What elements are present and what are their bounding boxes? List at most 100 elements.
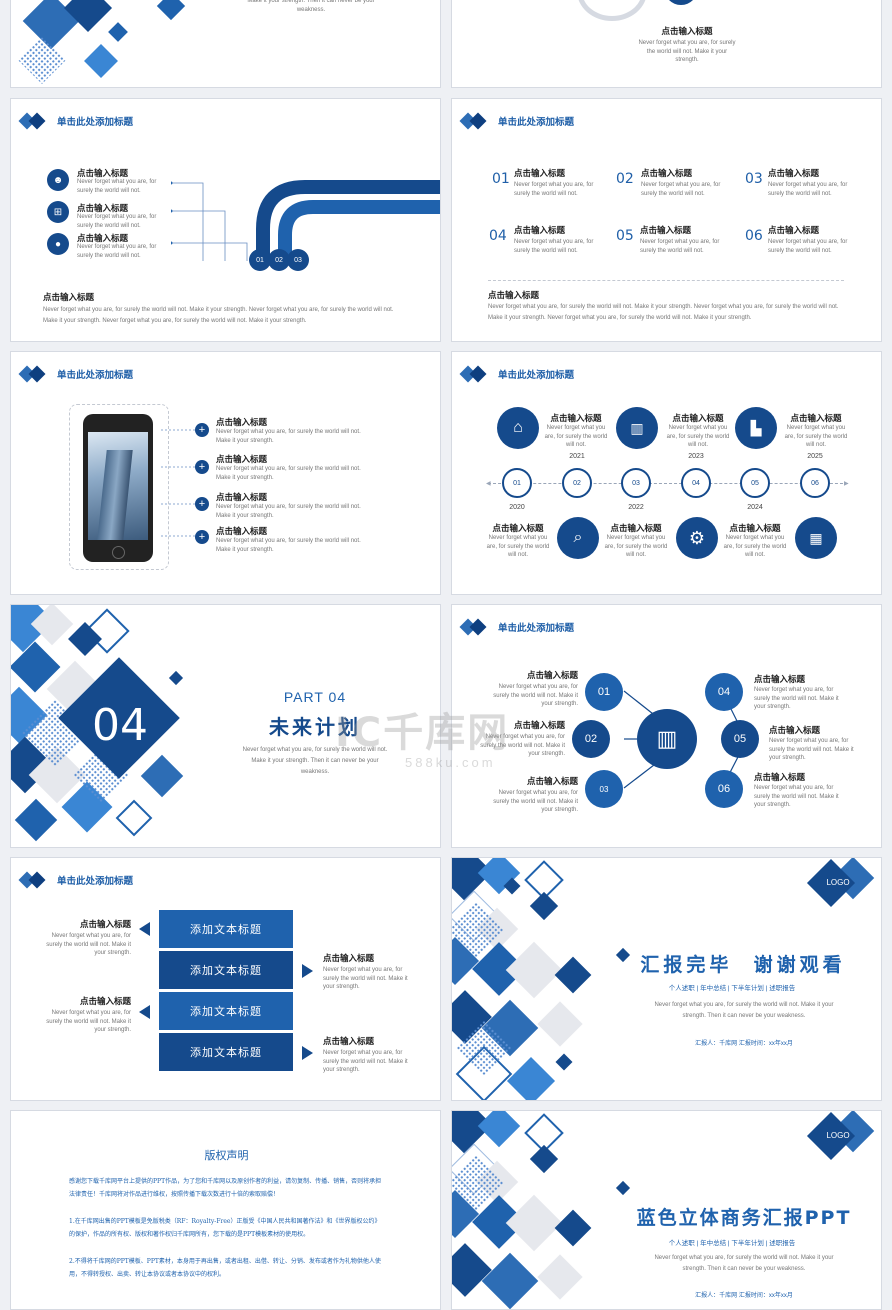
year-2020: 2020 <box>509 504 525 511</box>
text-title-button-3[interactable]: 添加文本标题 <box>159 992 293 1030</box>
closing-title: 汇报完毕 谢谢观看 <box>640 954 846 976</box>
deco-square <box>140 754 184 798</box>
item-body: Never forget what you are, for surely th… <box>514 182 594 197</box>
item-title: 点击输入标题 <box>550 414 602 424</box>
hub-node-05: 05 <box>721 720 759 758</box>
closing-body: Never forget what you are, for surely th… <box>654 1002 834 1019</box>
item-title: 点击输入标题 <box>77 204 129 214</box>
top-left-body: Make it your strength. Then it can never… <box>247 0 375 13</box>
item-body: Never forget what you are, for surely th… <box>77 214 157 229</box>
item-title: 点击输入标题 <box>768 226 820 236</box>
bar-chart-icon: ▥ <box>616 407 658 449</box>
year-2025: 2025 <box>807 453 823 460</box>
item-body: Never forget what you are, for surely th… <box>493 790 578 813</box>
ring-partial <box>577 0 647 21</box>
deco-square <box>505 1194 563 1252</box>
item-title: 点击输入标题 <box>768 169 820 179</box>
text-title-button-1[interactable]: 添加文本标题 <box>159 910 293 948</box>
item-title: 点击输入标题 <box>77 234 129 244</box>
summary-title: 点击输入标题 <box>488 291 540 301</box>
part-number: 04 <box>92 700 148 751</box>
item-title: 点击输入标题 <box>77 169 129 179</box>
badge-01: 01 <box>249 249 271 271</box>
item-title: 点击输入标题 <box>216 493 268 503</box>
slide-six-items[interactable]: 单击此处添加标题 01 点击输入标题 Never forget what you… <box>451 98 882 342</box>
timeline-node-05: 05 <box>740 468 770 498</box>
item-body: Never forget what you are, for surely th… <box>323 967 408 990</box>
deco-square <box>14 798 58 842</box>
deco-square <box>452 1243 492 1297</box>
slide-header: 单击此处添加标题 <box>17 364 133 384</box>
slide-closing[interactable]: LOGO 汇报完毕 谢谢观看 个人述职 | 年中总结 | 下半年计划 | 述职报… <box>451 857 882 1101</box>
item-body: Never forget what you are, for surely th… <box>493 684 578 707</box>
number-03: 03 <box>745 171 763 187</box>
axis-arrow-right: ▶ <box>844 481 849 487</box>
number-01: 01 <box>492 171 510 187</box>
header-diamond-icon <box>17 111 51 131</box>
item-title: 点击输入标题 <box>526 671 578 681</box>
header-diamond-icon <box>17 364 51 384</box>
part-body: Never forget what you are, for surely th… <box>242 747 388 775</box>
deco-square <box>529 1144 559 1174</box>
arrow-right-icon <box>302 964 313 978</box>
phone-screen-image <box>88 432 148 540</box>
slide-part-04[interactable]: 04 PART 04 未来计划 Never forget what you ar… <box>10 604 441 848</box>
cover-body: Never forget what you are, for surely th… <box>654 1255 834 1272</box>
item-body: Never forget what you are, for surely th… <box>604 535 668 558</box>
slide-top-right[interactable]: 点击输入标题 Never forget what you are, for su… <box>451 0 882 88</box>
timeline-node-04: 04 <box>681 468 711 498</box>
timeline-axis <box>488 483 848 484</box>
number-02: 02 <box>616 171 634 187</box>
copyright-title: 版权声明 <box>204 1149 249 1162</box>
slide-timeline[interactable]: 单击此处添加标题 ◀ ▶ ⌂ ▥ ▙ ⌕ ⚙ ▦ 01 02 03 04 05 … <box>451 351 882 595</box>
phone-home-button <box>112 546 125 559</box>
item-body: Never forget what you are, for surely th… <box>486 535 550 558</box>
slide-header: 单击此处添加标题 <box>458 617 574 637</box>
header-diamond-icon <box>17 870 51 890</box>
deco-square <box>529 891 559 921</box>
item-title: 点击输入标题 <box>79 997 131 1007</box>
text-title-button-4[interactable]: 添加文本标题 <box>159 1033 293 1071</box>
arrow-left-icon <box>139 922 150 936</box>
item-body: Never forget what you are, for surely th… <box>640 239 720 254</box>
text-title-button-2[interactable]: 添加文本标题 <box>159 951 293 989</box>
item-title: 点击输入标题 <box>79 920 131 930</box>
deco-square <box>168 670 184 686</box>
item-body: Never forget what you are, for surely th… <box>216 538 361 553</box>
item-title: 点击输入标题 <box>790 414 842 424</box>
slide-os-list[interactable]: 单击此处添加标题 ☻ 点击输入标题 Never forget what you … <box>10 98 441 342</box>
year-2021: 2021 <box>569 453 585 460</box>
deco-square <box>477 1111 521 1148</box>
deco-square <box>156 0 186 21</box>
summary-body: Never forget what you are, for surely th… <box>43 307 394 324</box>
item-body: Never forget what you are, for surely th… <box>216 504 361 519</box>
apple-icon: ● <box>47 233 69 255</box>
slide-copyright[interactable]: 版权声明 感谢您下载千库网平台上提供的PPT作品，为了您和千库网以及原创作者的利… <box>10 1110 441 1310</box>
timeline-node-03: 03 <box>621 468 651 498</box>
item-body: Never forget what you are, for surely th… <box>768 182 848 197</box>
item-title: 点击输入标题 <box>754 773 806 783</box>
deco-square <box>554 956 592 994</box>
slide-top-left[interactable]: Make it your strength. Then it can never… <box>10 0 441 88</box>
year-2023: 2023 <box>688 453 704 460</box>
logo-text: LOGO <box>826 878 850 887</box>
slide-hub[interactable]: 单击此处添加标题 ▥ 01 02 03 04 05 06 点击输入标题 Neve… <box>451 604 882 848</box>
closing-tags: 个人述职 | 年中总结 | 下半年计划 | 述职报告 <box>668 985 796 992</box>
item-body: Never forget what you are, for surely th… <box>77 244 157 259</box>
plus-icon: + <box>195 423 209 437</box>
plus-icon: + <box>195 497 209 511</box>
slide-cover[interactable]: LOGO 蓝色立体商务汇报PPT 个人述职 | 年中总结 | 下半年计划 | 述… <box>451 1110 882 1310</box>
cover-tags: 个人述职 | 年中总结 | 下半年计划 | 述职报告 <box>668 1240 796 1247</box>
phone-frame-outline <box>69 404 169 570</box>
item-title: 点击输入标题 <box>729 524 781 534</box>
deco-square <box>555 1053 573 1071</box>
item-body: Never forget what you are, for surely th… <box>769 738 854 761</box>
copyright-p2: 1.在千库网出售的PPT模板是免版税类（RF：Royalty-Free）正版受《… <box>69 1218 381 1238</box>
header-title: 单击此处添加标题 <box>498 623 575 634</box>
item-body: Never forget what you are, for surely th… <box>641 182 721 197</box>
item-body: Never forget what you are, for surely th… <box>544 425 608 448</box>
timeline-node-06: 06 <box>800 468 830 498</box>
slide-phone[interactable]: 单击此处添加标题 + 点击输入标题 Never forget what you … <box>10 351 441 595</box>
slide-buttons[interactable]: 单击此处添加标题 添加文本标题 添加文本标题 添加文本标题 添加文本标题 点击输… <box>10 857 441 1101</box>
part-label: PART 04 <box>283 689 347 705</box>
